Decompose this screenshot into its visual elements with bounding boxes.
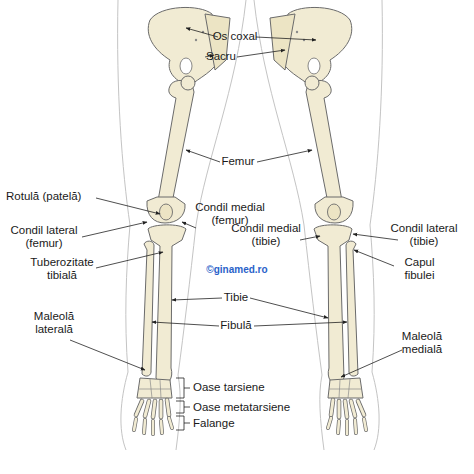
- part-label: Condil lateral (femur): [4, 224, 84, 250]
- leader-line: [250, 298, 328, 318]
- part-label: Condil medial (tibie): [226, 222, 306, 248]
- watermark: ©ginamed.ro: [196, 264, 278, 276]
- part-label: Femur: [213, 155, 263, 168]
- part-label: Capul fibulei: [392, 256, 447, 282]
- leader-line: [254, 322, 347, 326]
- part-label: Maleolă laterală: [24, 310, 84, 336]
- leader-line: [182, 222, 196, 228]
- leader-line: [96, 252, 163, 268]
- leader-line: [353, 234, 398, 240]
- leader-line: [300, 236, 320, 240]
- part-label: Oase metatarsiene: [193, 401, 313, 414]
- part-label: Maleolă medială: [392, 330, 452, 356]
- part-label: Os coxal: [200, 30, 270, 43]
- bracket: [176, 401, 190, 413]
- leader-lines: [70, 28, 402, 377]
- bracket: [176, 378, 190, 398]
- part-label: Condil lateral (tibie): [384, 222, 464, 248]
- leader-line: [256, 37, 316, 40]
- leader-line: [237, 50, 285, 57]
- leader-line: [82, 222, 147, 237]
- leader-line: [96, 198, 160, 214]
- part-label: Oase tarsiene: [193, 381, 293, 394]
- leader-line: [257, 150, 312, 162]
- bracket: [176, 416, 190, 430]
- part-label: Tuberozitate tibială: [24, 256, 100, 282]
- leader-line: [341, 350, 402, 377]
- leader-line: [354, 250, 394, 266]
- foot-brackets: [176, 378, 190, 430]
- part-label: Tibie: [214, 291, 258, 304]
- part-label: Sacru: [201, 50, 241, 63]
- leader-line: [152, 322, 219, 326]
- leader-line: [186, 150, 220, 162]
- leader-line: [172, 298, 222, 300]
- part-label: Fibulă: [210, 319, 262, 332]
- part-label: Rotulă (patelă): [6, 190, 118, 203]
- part-label: Falange: [193, 417, 263, 430]
- leader-line: [70, 340, 145, 370]
